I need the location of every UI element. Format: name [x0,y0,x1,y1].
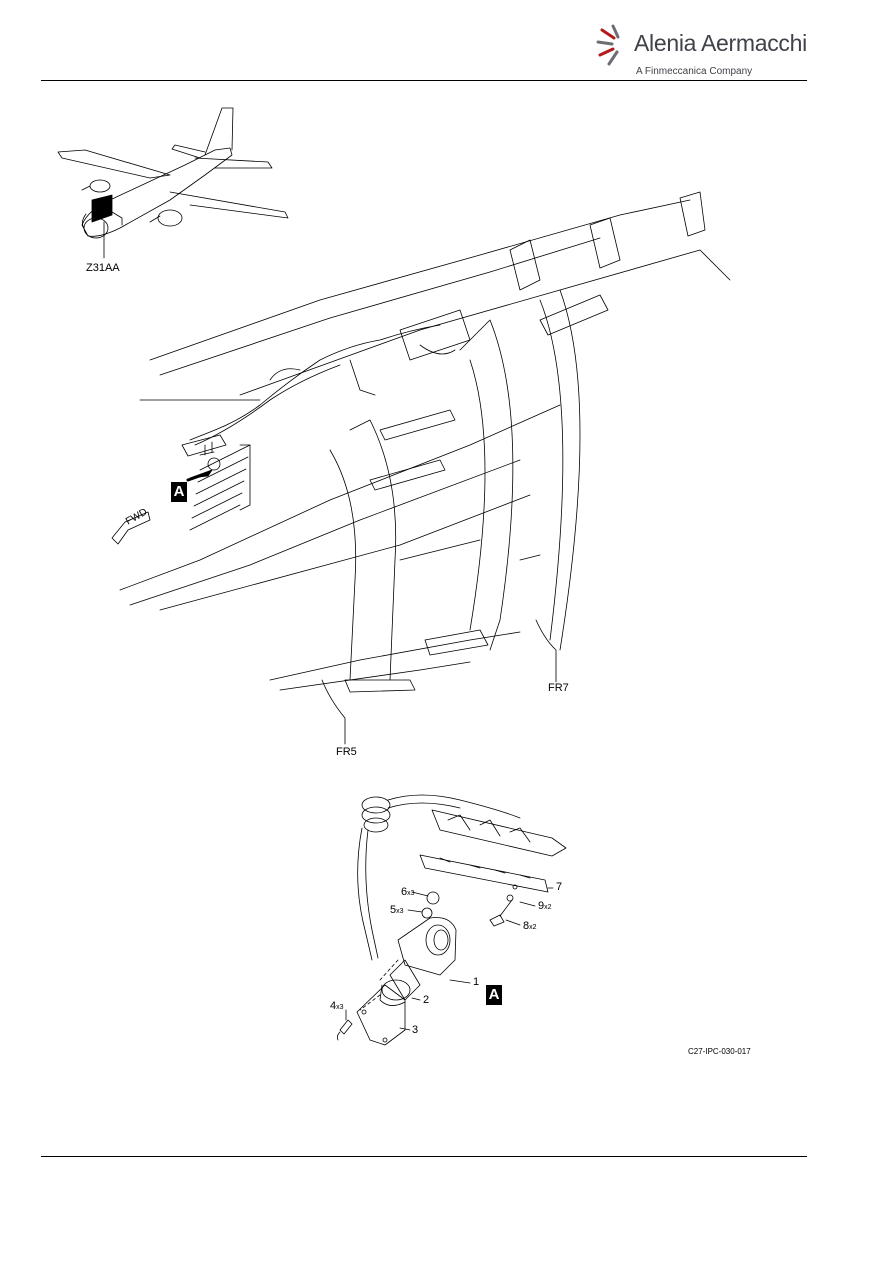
frame-label-fr7: FR7 [548,682,569,694]
header-rule [41,80,807,81]
company-logo: Alenia Aermacchi A Finmeccanica Company [596,22,807,82]
company-tagline: A Finmeccanica Company [636,66,753,77]
company-name: Alenia Aermacchi [634,30,807,56]
logo-emblem-icon [596,24,620,66]
item-callout: 8x2 [523,920,537,932]
frame-label-fr5: FR5 [336,746,357,758]
item-callout: 7 [556,881,563,893]
footer-rule [41,1156,807,1157]
item-callout: 1 [473,976,480,988]
view-a-badge-main: A [171,482,187,502]
detail-view-a [336,794,567,1046]
zone-label: Z31AA [86,262,120,274]
item-callout: 5x3 [390,904,404,916]
item-callout: 9x2 [538,900,552,912]
item-callout: 2 [423,994,430,1006]
figure-reference: C27-IPC-030-017 [688,1047,751,1056]
item-callout: 6x3 [401,886,415,898]
aircraft-locator-icon [57,107,289,259]
view-a-badge-detail: A [486,985,502,1005]
item-callout: 4x3 [330,1000,344,1012]
fuselage-structure [111,191,731,745]
item-callout: 3 [412,1024,419,1036]
